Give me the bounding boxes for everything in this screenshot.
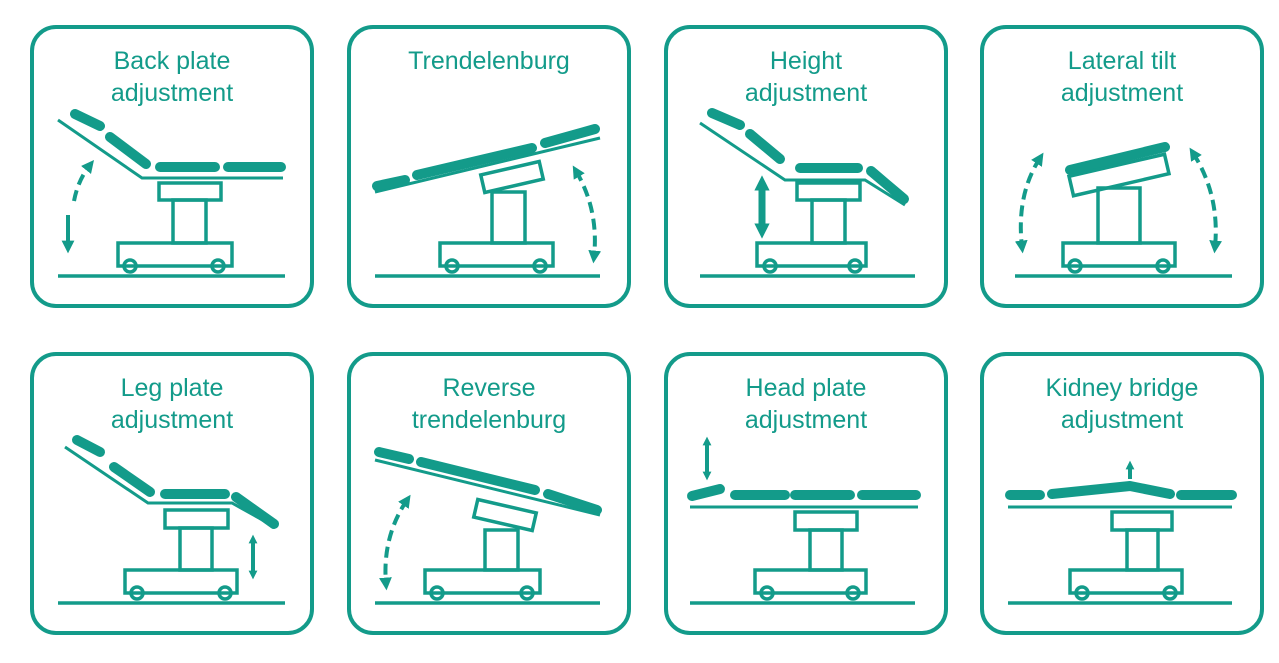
title-line: Head plate: [745, 374, 867, 402]
title-line: Height: [769, 47, 843, 75]
title-line: adjustment: [1060, 79, 1184, 107]
title-line: Leg plate: [120, 374, 224, 402]
head-plate-table-icon: [687, 436, 921, 605]
title-line: adjustment: [1060, 406, 1184, 434]
reverse-trendelenburg-table-icon: [374, 447, 602, 605]
title-line: trendelenburg: [411, 406, 567, 434]
card-title: Reverse trendelenburg: [351, 372, 627, 436]
trendelenburg-table-icon: [372, 124, 602, 278]
title-line: Reverse: [442, 374, 536, 402]
card-title: Lateral tilt adjustment: [984, 45, 1260, 109]
card-leg-plate-adjustment: Leg plate adjustment: [30, 352, 314, 635]
leg-plate-table-icon: [58, 435, 285, 605]
card-kidney-bridge-adjustment: Kidney bridge adjustment: [980, 352, 1264, 635]
title-line: adjustment: [744, 406, 868, 434]
card-title: Trendelenburg: [351, 45, 627, 77]
card-back-plate-adjustment: Back plate adjustment: [30, 25, 314, 308]
title-line: Lateral tilt: [1067, 47, 1177, 75]
card-head-plate-adjustment: Head plate adjustment: [664, 352, 948, 635]
card-title: Leg plate adjustment: [34, 372, 310, 436]
title-line: Kidney bridge: [1045, 374, 1199, 402]
card-title: Back plate adjustment: [34, 45, 310, 109]
card-title: Head plate adjustment: [668, 372, 944, 436]
card-reverse-trendelenburg: Reverse trendelenburg: [347, 352, 631, 635]
card-height-adjustment: Height adjustment: [664, 25, 948, 308]
card-lateral-tilt-adjustment: Lateral tilt adjustment: [980, 25, 1264, 308]
height-table-icon: [699, 108, 915, 278]
card-title: Kidney bridge adjustment: [984, 372, 1260, 436]
title-line: adjustment: [110, 79, 234, 107]
title-line: adjustment: [110, 406, 234, 434]
title-line: adjustment: [744, 79, 868, 107]
card-trendelenburg: Trendelenburg: [347, 25, 631, 308]
title-line: Back plate: [113, 47, 231, 75]
title-line: Trendelenburg: [408, 47, 570, 75]
back-plate-table-icon: [57, 109, 286, 278]
lateral-tilt-table-icon: [1014, 142, 1232, 278]
card-title: Height adjustment: [668, 45, 944, 109]
kidney-bridge-table-icon: [1005, 460, 1237, 605]
